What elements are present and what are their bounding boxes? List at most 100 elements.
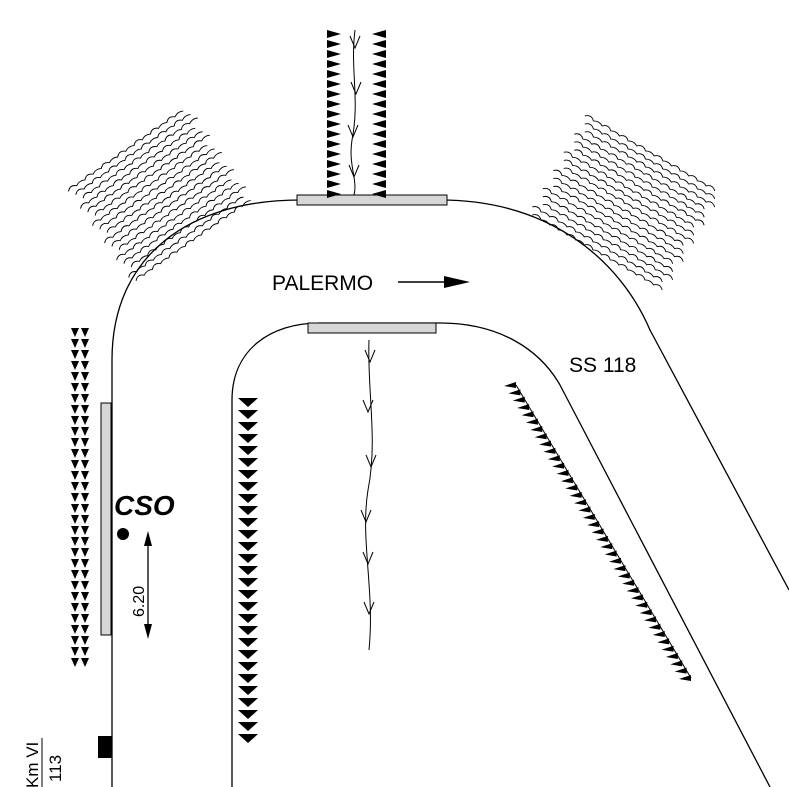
bank-tick	[372, 40, 386, 48]
scarp-tick	[71, 658, 79, 667]
left-slope-hatching	[68, 110, 251, 281]
bank-tick	[372, 110, 386, 118]
scarp-tick	[71, 581, 79, 590]
roadside-guardrail	[100, 402, 112, 636]
scarp-tick	[81, 427, 89, 436]
bank-tick	[372, 170, 386, 178]
scarp-tick	[71, 614, 79, 623]
scarp-tick	[81, 394, 89, 403]
milestone-number: 113	[46, 755, 65, 782]
scarp-tick	[71, 559, 79, 568]
scarp-tick	[525, 418, 538, 425]
scarp-tick	[81, 493, 89, 502]
scarp-tick	[81, 636, 89, 645]
slope-hatch-line	[584, 115, 716, 192]
scarp-tick	[81, 548, 89, 557]
scarp-tick	[238, 662, 258, 671]
upper-channel-left-bank	[327, 30, 341, 198]
bank-tick	[327, 170, 341, 178]
scarp-tick	[81, 438, 89, 447]
slope-hatch-line	[584, 123, 716, 200]
bank-tick	[327, 180, 341, 188]
scarp-tick	[81, 559, 89, 568]
scarp-tick	[238, 578, 258, 587]
site-label: CSO	[114, 490, 175, 521]
scarp-tick	[622, 579, 635, 586]
scarp-tick	[626, 587, 639, 594]
scarp-tick	[81, 625, 89, 634]
scarp-tick	[539, 440, 551, 447]
slope-hatch-line	[574, 149, 705, 226]
bank-tick	[372, 100, 386, 108]
bank-tick	[327, 80, 341, 88]
scarp-tick	[238, 566, 258, 575]
upper-culvert	[296, 194, 448, 206]
scarp-tick	[81, 383, 89, 392]
bank-tick	[327, 100, 341, 108]
lower-creek	[360, 339, 377, 651]
bank-tick	[372, 90, 386, 98]
scarp-tick	[71, 460, 79, 469]
scarp-tick	[238, 482, 258, 491]
scarp-tick	[569, 491, 582, 498]
scarp-tick	[238, 494, 258, 503]
slope-hatch-line	[574, 133, 705, 210]
scarp-tick	[81, 361, 89, 370]
scarp-tick	[521, 411, 534, 418]
scarp-tick	[238, 650, 258, 659]
bank-tick	[372, 50, 386, 58]
scarp-tick	[587, 521, 600, 528]
scarp-tick	[81, 647, 89, 656]
slope-hatch-line	[87, 131, 203, 213]
scarp-tick	[71, 548, 79, 557]
slope-hatch-line	[553, 177, 684, 254]
bank-tick	[327, 150, 341, 158]
bank-tick	[327, 110, 341, 118]
scarp-tick	[661, 645, 674, 652]
scarp-tick	[81, 460, 89, 469]
slope-hatch-line	[75, 114, 191, 195]
bank-tick	[327, 130, 341, 138]
scarp-tick	[238, 722, 258, 731]
scarp-tick	[81, 614, 89, 623]
scarp-tick	[635, 601, 648, 608]
scarp-tick	[238, 590, 258, 599]
scarp-tick	[504, 382, 516, 388]
scarp-tick	[71, 471, 79, 480]
slope-hatch-line	[563, 151, 695, 228]
scarp-tick	[565, 484, 578, 491]
slope-hatch-line	[116, 179, 232, 261]
bank-tick	[372, 160, 386, 168]
scarp-tick	[81, 339, 89, 348]
slope-hatch-line	[106, 151, 222, 233]
scarp-tick	[657, 638, 670, 645]
scarp-tick	[81, 526, 89, 535]
scarp-tick	[71, 383, 79, 392]
scarp-tick	[591, 528, 604, 535]
scarp-tick	[648, 623, 661, 630]
slope-hatch-line	[123, 182, 239, 264]
scarp-tick	[238, 626, 258, 635]
slope-hatch-line	[532, 206, 663, 283]
scarp-tick	[639, 609, 652, 616]
scarp-tick	[238, 398, 258, 407]
scarp-tick	[560, 477, 573, 484]
direction-label: PALERMO	[272, 272, 373, 295]
slope-hatch-line	[542, 187, 674, 264]
middle-embankment	[238, 398, 258, 743]
slope-hatch-line	[104, 162, 220, 244]
bank-tick	[372, 30, 386, 38]
scarp-tick	[81, 515, 89, 524]
slope-hatch-line	[128, 196, 244, 278]
upper-creek	[347, 29, 362, 196]
bank-tick	[372, 60, 386, 68]
scarp-tick	[71, 647, 79, 656]
bank-tick	[327, 50, 341, 58]
scarp-tick	[71, 427, 79, 436]
scarp-tick	[71, 361, 79, 370]
milestone-marker	[98, 736, 112, 758]
scarp-tick	[238, 506, 258, 515]
scarp-tick	[81, 592, 89, 601]
scarp-tick	[238, 530, 258, 539]
